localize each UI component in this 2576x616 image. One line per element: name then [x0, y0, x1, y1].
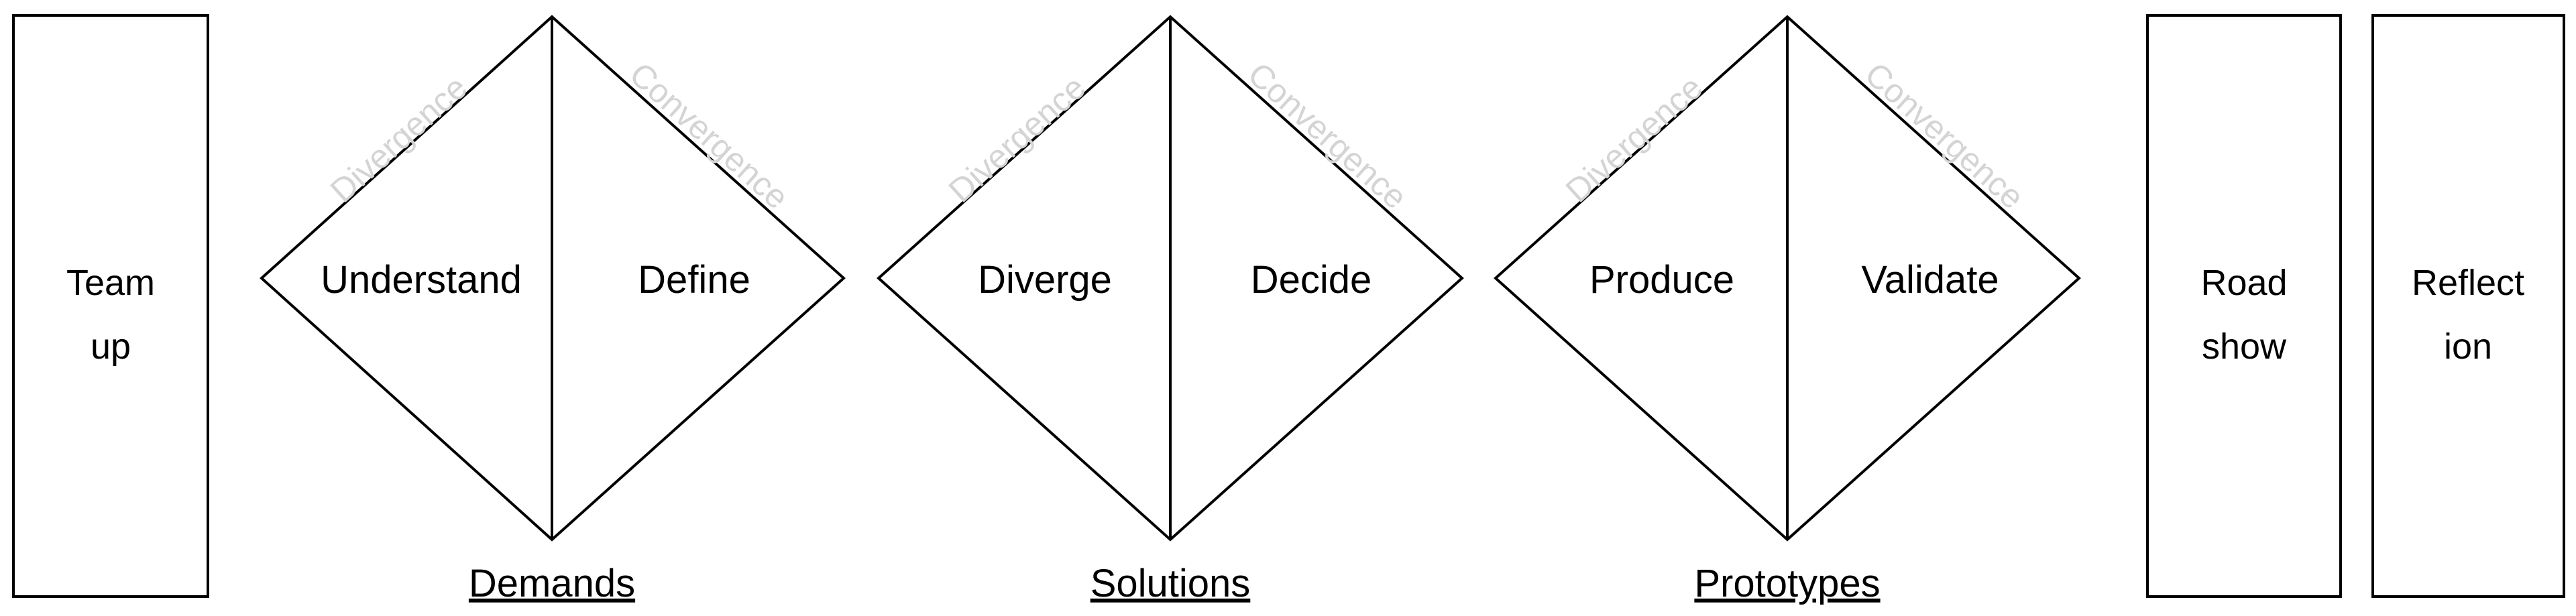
end-box-reflection-label-line1: Reflect [2412, 263, 2524, 303]
start-box-rect [12, 14, 209, 598]
diamond-2-group[interactable]: Divergence Convergence Diverge Decide So… [877, 15, 1464, 605]
start-box-label-line2: up [91, 326, 131, 367]
end-box-road-show-rect [2146, 14, 2342, 598]
end-box-reflection[interactable]: Reflect ion [2371, 14, 2565, 598]
diamond-2-left-phase-label: Diverge [978, 258, 1112, 302]
diamond-2-outcome-label: Solutions [1090, 562, 1251, 605]
diamond-2-right-phase-label: Decide [1251, 258, 1372, 302]
diamond-1-group[interactable]: Divergence Convergence Understand Define… [260, 15, 846, 605]
diamond-1-left-phase-label: Understand [321, 258, 522, 302]
diamond-3-outcome-label: Prototypes [1694, 562, 1880, 605]
diamond-3-left-phase-label: Produce [1589, 258, 1734, 302]
start-box-team-up[interactable]: Team up [12, 14, 209, 598]
end-box-reflection-rect [2371, 14, 2565, 598]
diamond-1-right-phase-label: Define [638, 258, 750, 302]
end-box-road-show-label-line1: Road [2200, 263, 2287, 303]
start-box-label-line1: Team [66, 263, 155, 303]
diamond-3-group[interactable]: Divergence Convergence Produce Validate … [1494, 15, 2081, 605]
diamond-3-right-phase-label: Validate [1861, 258, 1999, 302]
end-box-road-show-label-line2: show [2202, 326, 2287, 367]
diamond-1-outcome-label: Demands [469, 562, 635, 605]
end-box-reflection-label-line2: ion [2444, 326, 2492, 367]
end-box-road-show[interactable]: Road show [2146, 14, 2342, 598]
